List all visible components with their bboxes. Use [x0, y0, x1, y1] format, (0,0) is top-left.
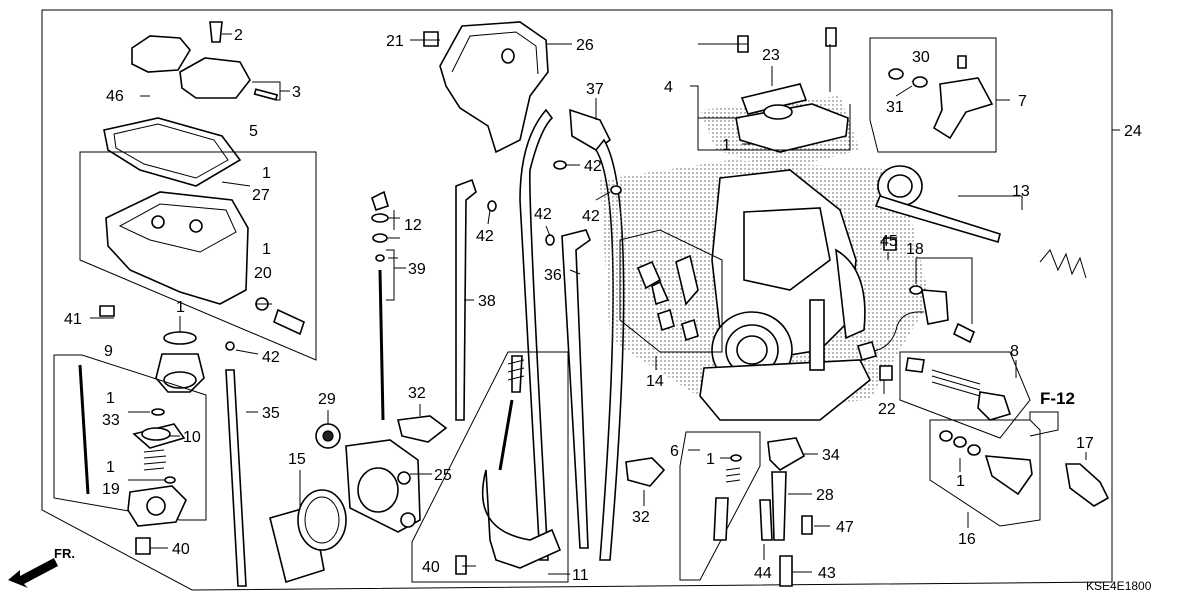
callout-19: 19	[102, 481, 120, 498]
callout-11: 11	[572, 567, 589, 584]
callout-32-a: 32	[408, 385, 426, 402]
insulator-25	[345, 439, 421, 533]
leader-lines	[79, 33, 1120, 575]
callout-4: 4	[664, 79, 673, 96]
callout-16: 16	[958, 531, 976, 548]
callout-46: 46	[106, 88, 124, 105]
callout-28: 28	[816, 487, 834, 504]
callout-36: 36	[544, 267, 562, 284]
callout-17: 17	[1076, 435, 1094, 452]
callout-10: 10	[183, 429, 201, 446]
callout-1-b: 1	[262, 241, 271, 258]
callout-42-b: 42	[584, 158, 602, 175]
callout-1-e: 1	[106, 459, 115, 476]
plate-32-b	[625, 457, 666, 487]
callout-1-f: 1	[722, 137, 731, 154]
callout-5: 5	[249, 123, 258, 140]
callout-1-a: 1	[262, 165, 271, 182]
callout-42-d: 42	[534, 206, 552, 223]
front-direction-indicator: FR.	[8, 546, 75, 588]
callout-9: 9	[104, 343, 113, 360]
callout-42-e: 42	[476, 228, 494, 245]
callout-labels: 2 3 46 5 1 27 1 20 41 1 42 9 1 33 10 1 1…	[64, 27, 1142, 584]
callout-1-h: 1	[706, 451, 715, 468]
oring-29	[315, 423, 341, 449]
valve-group-16	[939, 430, 1033, 496]
plate-32-a	[397, 415, 448, 443]
callout-1-d: 1	[106, 390, 115, 407]
callout-2: 2	[234, 27, 243, 44]
emulsion-parts	[759, 437, 813, 587]
callout-24: 24	[1124, 123, 1142, 140]
throttle-cable-11	[455, 355, 562, 575]
callout-13: 13	[1012, 183, 1030, 200]
sensor-18	[857, 237, 976, 361]
carburetor-body	[600, 160, 930, 421]
callout-12: 12	[404, 217, 422, 234]
callout-41: 41	[64, 311, 82, 328]
callout-6: 6	[670, 443, 679, 460]
callout-26: 26	[576, 37, 594, 54]
float-chamber-group	[99, 21, 305, 393]
callout-44: 44	[754, 565, 772, 582]
callout-3: 3	[292, 84, 301, 101]
clips-42	[487, 160, 622, 246]
callout-34: 34	[822, 447, 840, 464]
jet-group-6	[713, 454, 742, 541]
accelerator-pump-group	[78, 364, 187, 555]
choke-group-14	[636, 254, 699, 342]
callout-37: 37	[586, 81, 604, 98]
top-cover-4	[735, 27, 849, 153]
callout-27: 27	[252, 187, 270, 204]
callout-7: 7	[1018, 93, 1027, 110]
jet-needle-group	[371, 190, 389, 421]
gasket-15	[269, 489, 347, 584]
callout-8: 8	[1010, 343, 1019, 360]
callout-1-g: 1	[956, 473, 965, 490]
callout-42-c: 42	[582, 208, 600, 225]
callout-43: 43	[818, 565, 836, 582]
solenoid-8	[879, 357, 1012, 421]
hose-36	[561, 229, 591, 549]
diagram-code: KSE4E1800	[1086, 579, 1152, 593]
callout-25: 25	[434, 467, 452, 484]
callout-22: 22	[878, 401, 896, 418]
reference-f12: F-12	[1040, 389, 1075, 408]
throttle-stop-group	[874, 165, 1087, 279]
callout-1-c: 1	[176, 299, 185, 316]
hose-37	[519, 108, 554, 561]
callout-14: 14	[646, 373, 664, 390]
callout-18: 18	[906, 241, 924, 258]
front-direction-label: FR.	[54, 546, 75, 561]
hose-35	[225, 369, 247, 587]
callout-35: 35	[262, 405, 280, 422]
callout-47: 47	[836, 519, 854, 536]
callout-42-a: 42	[262, 349, 280, 366]
callout-33: 33	[102, 412, 120, 429]
callout-40-b: 40	[422, 559, 440, 576]
callout-38: 38	[478, 293, 496, 310]
callout-32-b: 32	[632, 509, 650, 526]
hose-38	[455, 178, 477, 421]
callout-23: 23	[762, 47, 780, 64]
top-cover-26	[423, 21, 549, 154]
callout-31: 31	[886, 99, 904, 116]
callout-40-a: 40	[172, 541, 190, 558]
callout-15: 15	[288, 451, 306, 468]
callout-39: 39	[408, 261, 426, 278]
fitting-17	[1065, 463, 1110, 507]
link-lever-7	[888, 55, 994, 140]
callout-20: 20	[254, 265, 272, 282]
diagram-frame	[41, 9, 1113, 591]
callout-30: 30	[912, 49, 930, 66]
callout-45: 45	[880, 233, 898, 250]
callout-21: 21	[386, 33, 404, 50]
callout-29: 29	[318, 391, 336, 408]
